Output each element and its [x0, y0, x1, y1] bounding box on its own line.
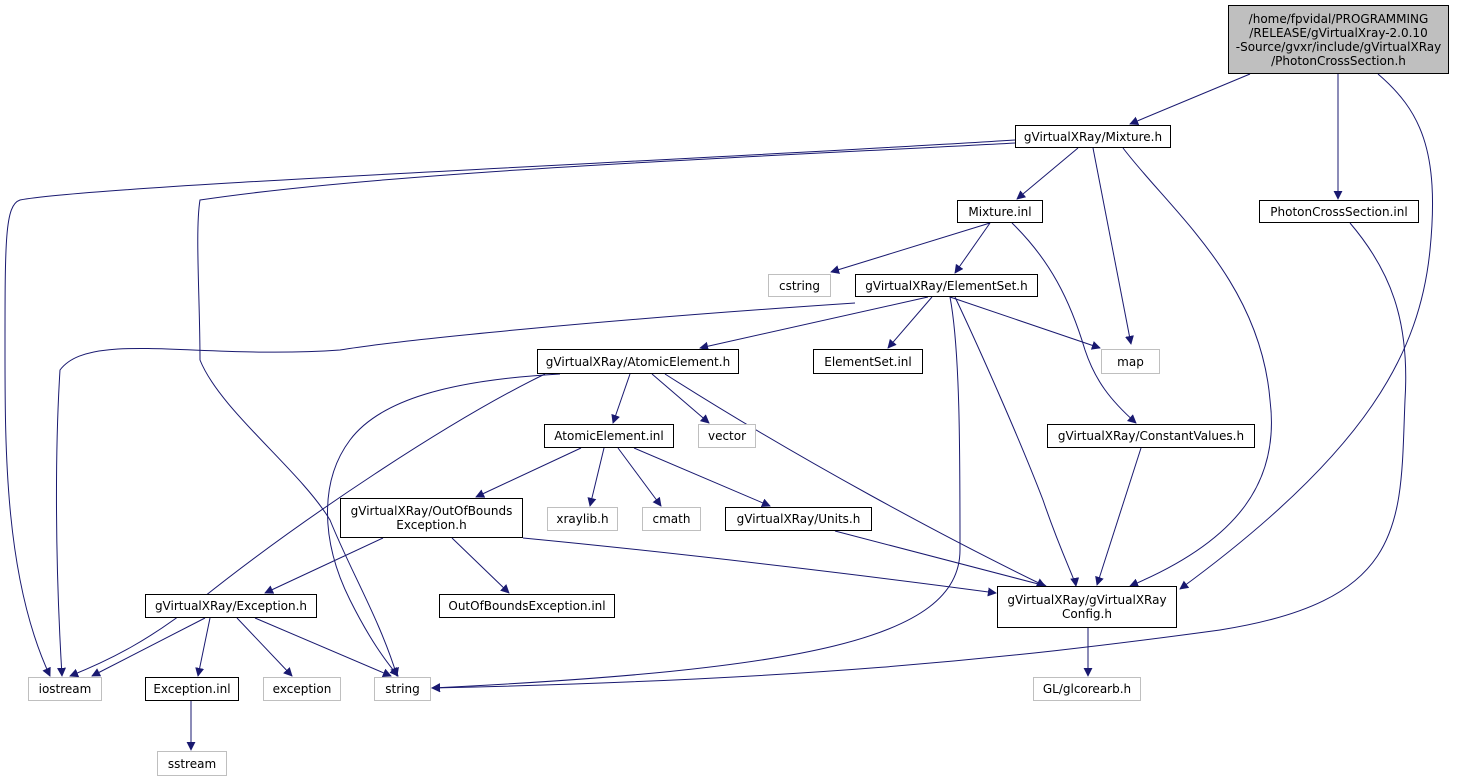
node-atomicelement-h[interactable]: gVirtualXRay/AtomicElement.h	[537, 349, 739, 374]
dependency-edge	[954, 222, 991, 274]
node-outofboundsexception-h[interactable]: gVirtualXRay/OutOfBounds Exception.h	[340, 498, 523, 538]
dependency-edge	[651, 373, 710, 424]
dependency-edge	[327, 373, 561, 677]
node-iostream: iostream	[28, 677, 102, 701]
dependency-edge	[1092, 147, 1134, 345]
dependency-edge	[475, 447, 582, 498]
node-gvirtualxrayconfig-h[interactable]: gVirtualXRay/gVirtualXRay Config.h	[997, 586, 1177, 628]
dependency-edge	[1122, 147, 1272, 588]
dependency-edge	[69, 373, 546, 678]
dependency-edge	[954, 296, 1080, 587]
node-units-h[interactable]: gVirtualXRay/Units.h	[725, 507, 872, 531]
node-photon-cross-section-inl[interactable]: PhotonCrossSection.inl	[1259, 200, 1419, 223]
dependency-edge	[830, 222, 991, 274]
dependency-edge	[699, 296, 929, 351]
dependency-edge	[431, 296, 961, 693]
node-elementset-inl[interactable]: ElementSet.inl	[813, 349, 923, 374]
node-sstream: sstream	[157, 751, 227, 776]
dependency-edge	[4, 139, 1016, 677]
dependency-edge	[587, 447, 605, 507]
dependency-edge	[197, 142, 1016, 677]
dependency-edge	[1095, 447, 1142, 586]
node-label-line: Config.h	[1062, 607, 1112, 621]
dependency-edge	[254, 617, 392, 677]
node-string: string	[374, 677, 431, 701]
node-xraylib-h: xraylib.h	[547, 507, 618, 531]
dependency-edge	[1129, 73, 1251, 126]
node-outofboundsexception-inl[interactable]: OutOfBoundsException.inl	[439, 594, 615, 618]
dependency-edge	[264, 537, 384, 594]
node-vector: vector	[698, 424, 756, 448]
dependency-edge	[1011, 222, 1137, 424]
node-label-line: /PhotonCrossSection.h	[1271, 53, 1406, 68]
dependency-edge	[522, 537, 997, 597]
dependency-edge	[195, 617, 211, 677]
dependency-edge	[633, 447, 771, 507]
node-glcorearb-h: GL/glcorearb.h	[1033, 677, 1141, 701]
dependency-edge	[887, 296, 933, 349]
dependency-edge	[664, 373, 1046, 587]
dependency-edge	[1016, 147, 1079, 200]
dependency-edge	[611, 373, 631, 424]
node-label-line: -Source/gvxr/include/gVirtualXRay	[1235, 39, 1442, 54]
node-map: map	[1101, 349, 1160, 374]
node-label-line: gVirtualXRay/gVirtualXRay	[1007, 593, 1167, 607]
node-cstring: cstring	[768, 274, 831, 297]
node-label-line: gVirtualXRay/OutOfBounds	[350, 504, 513, 518]
node-label-line: Exception.h	[396, 518, 467, 532]
node-elementset-h[interactable]: gVirtualXRay/ElementSet.h	[855, 274, 1038, 297]
node-photon-cross-section-h: /home/fpvidal/PROGRAMMING /RELEASE/gVirt…	[1228, 5, 1449, 74]
node-exception: exception	[263, 677, 341, 701]
dependency-edge	[236, 617, 293, 677]
node-label-line: /RELEASE/gVirtualXray-2.0.10	[1249, 25, 1428, 40]
node-constantvalues-h[interactable]: gVirtualXRay/ConstantValues.h	[1047, 424, 1255, 448]
node-cmath: cmath	[642, 507, 701, 531]
dependency-edge	[431, 222, 1407, 693]
node-mixture-h[interactable]: gVirtualXRay/Mixture.h	[1015, 125, 1171, 148]
dependency-edge	[617, 447, 662, 507]
dependency-edge	[949, 296, 1101, 350]
dependency-edge	[55, 302, 856, 677]
dependency-edge	[834, 530, 1047, 589]
dependency-edge	[1179, 73, 1433, 590]
node-exception-h[interactable]: gVirtualXRay/Exception.h	[145, 594, 317, 618]
node-atomicelement-inl[interactable]: AtomicElement.inl	[544, 424, 674, 448]
node-exception-inl[interactable]: Exception.inl	[145, 677, 239, 701]
node-mixture-inl[interactable]: Mixture.inl	[957, 200, 1043, 223]
dependency-edge	[451, 537, 510, 594]
dependency-edge	[91, 617, 206, 677]
node-label-line: /home/fpvidal/PROGRAMMING	[1248, 11, 1429, 26]
